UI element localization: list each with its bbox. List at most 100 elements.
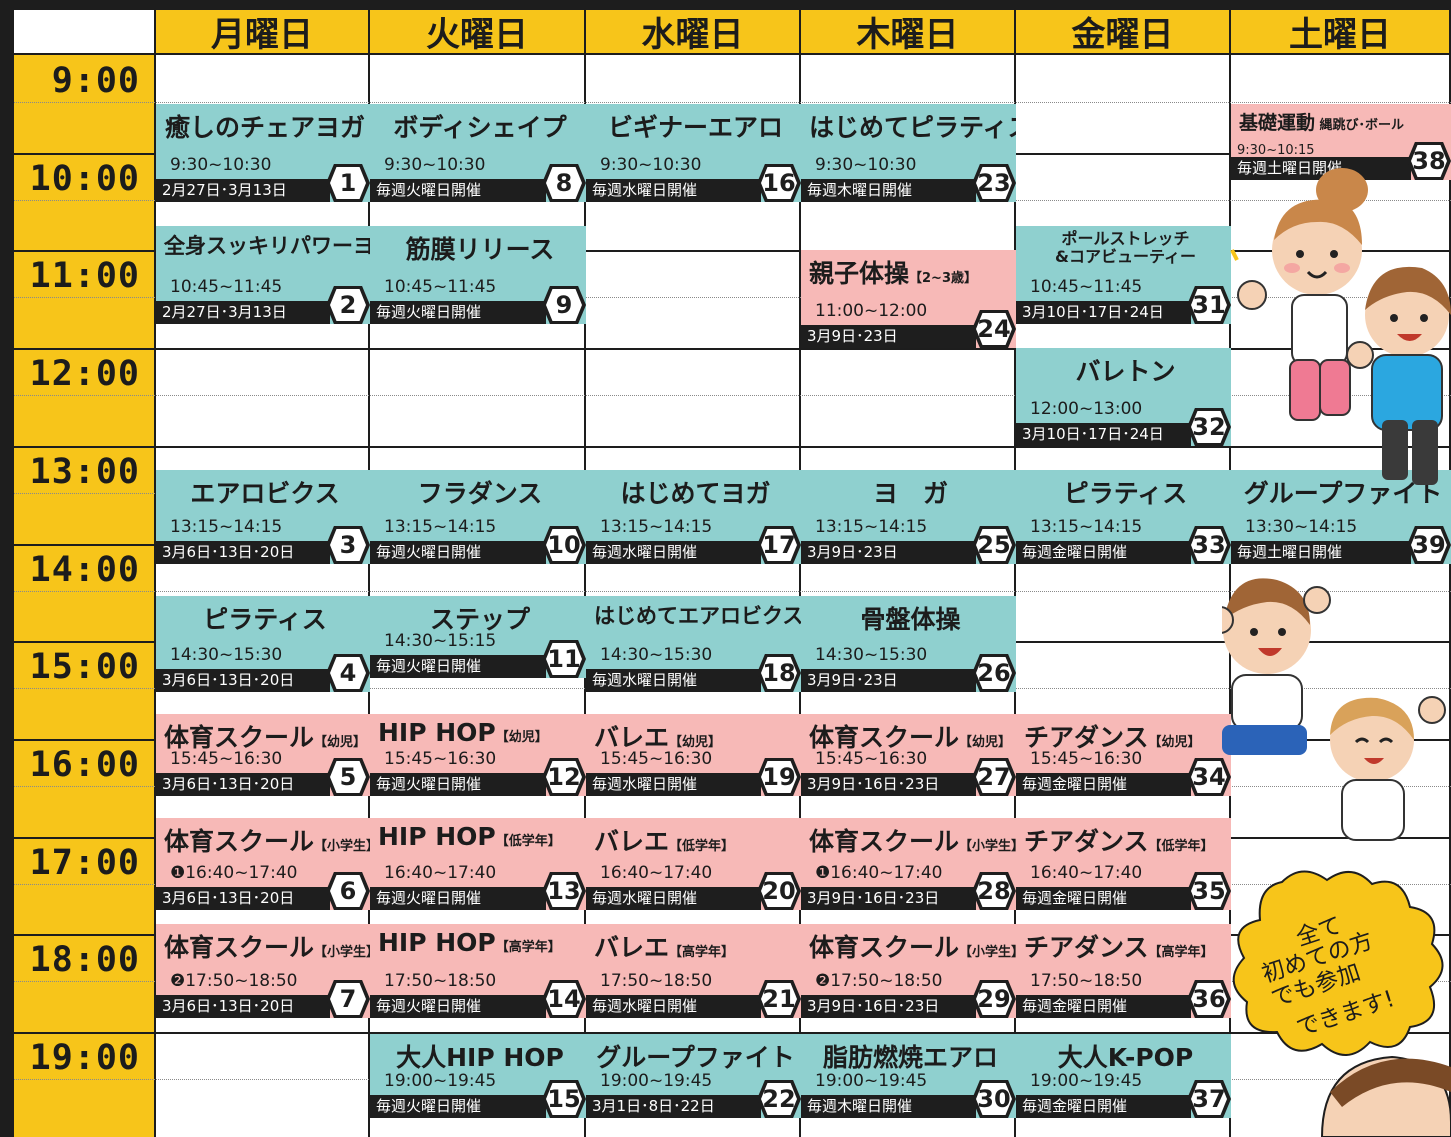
class-time: 19:00~19:45 [600, 1071, 713, 1091]
class-title-text: 全身スッキリパワーヨガ [164, 234, 370, 258]
class-title-text: ボディシェイプ [393, 113, 567, 142]
kids-illustration [1222, 168, 1451, 841]
speech-cloud-badge [1232, 870, 1451, 1137]
class-time: 15:45~16:30 [600, 749, 713, 769]
half-hour-line [14, 395, 1451, 397]
class-title: チアダンス【高学年】 [1024, 928, 1227, 964]
half-hour-line [14, 590, 1451, 592]
class-number-badge: 7 [326, 980, 370, 1018]
class-number: 18 [761, 657, 797, 689]
day-header: 月曜日 [156, 10, 370, 55]
class-time: 19:00~19:45 [815, 1071, 928, 1091]
class-date-bar: 3月6日･13日･20日 [156, 887, 330, 910]
class-number: 32 [1191, 411, 1227, 443]
class-time: 10:45~11:45 [384, 277, 497, 297]
class-date-bar: 毎週金曜日開催 [1016, 1095, 1191, 1118]
class-date-bar: 毎週火曜日開催 [370, 1095, 546, 1118]
class-title-text: チアダンス [1024, 827, 1149, 856]
class-number: 17 [761, 529, 797, 561]
class-number: 28 [976, 875, 1012, 907]
time-label: 11:00 [29, 256, 140, 297]
class-number-badge: 30 [972, 1080, 1016, 1118]
class-title-text: はじめてピラティス [809, 113, 1016, 142]
class-title-text: 骨盤体操 [860, 605, 961, 634]
class-number: 29 [976, 983, 1012, 1015]
class-title-text: ポールストレッチ [1061, 229, 1190, 248]
class-number-badge: 1 [326, 164, 370, 202]
class-number: 26 [976, 657, 1012, 689]
class-number-badge: 36 [1187, 980, 1231, 1018]
day-header: 金曜日 [1016, 10, 1231, 55]
class-title-text: エアロビクス [190, 479, 340, 508]
class-title-text: ビギナーエアロ [607, 113, 783, 142]
class-number-badge: 23 [972, 164, 1016, 202]
time-label: 15:00 [29, 647, 140, 688]
class-title: バレエ【低学年】 [594, 822, 797, 858]
class-date-bar: 毎週水曜日開催 [586, 995, 761, 1018]
class-date-bar: 毎週金曜日開催 [1016, 541, 1191, 564]
class-time: 14:30~15:30 [815, 645, 928, 665]
class-title: ヨ ガ [809, 474, 1012, 510]
class-title-text: 大人HIP HOP [396, 1043, 564, 1072]
time-column [14, 55, 154, 1137]
class-number: 22 [761, 1083, 797, 1115]
class-title: グループファイト [1239, 474, 1447, 510]
class-number-badge: 6 [326, 872, 370, 910]
class-title-sub: 【高学年】 [1148, 945, 1214, 960]
class-time: 12:00~13:00 [1030, 399, 1143, 419]
class-title-text: はじめてエアロビクス [594, 604, 801, 628]
class-number-badge: 27 [972, 758, 1016, 796]
class-title-sub: 縄跳び･ボール [1315, 118, 1405, 133]
class-number: 1 [330, 167, 366, 199]
class-time: 15:45~16:30 [1030, 749, 1143, 769]
class-number-badge: 13 [542, 872, 586, 910]
class-number: 16 [761, 167, 797, 199]
class-date-bar: 3月6日･13日･20日 [156, 669, 330, 692]
hour-line [14, 348, 1451, 351]
class-title: 骨盤体操 [809, 600, 1012, 636]
class-time: ❶16:40~17:40 [170, 863, 298, 883]
class-number-badge: 32 [1187, 408, 1231, 446]
class-title: ピラティス [1024, 474, 1227, 510]
class-time: 11:00~12:00 [815, 301, 928, 321]
